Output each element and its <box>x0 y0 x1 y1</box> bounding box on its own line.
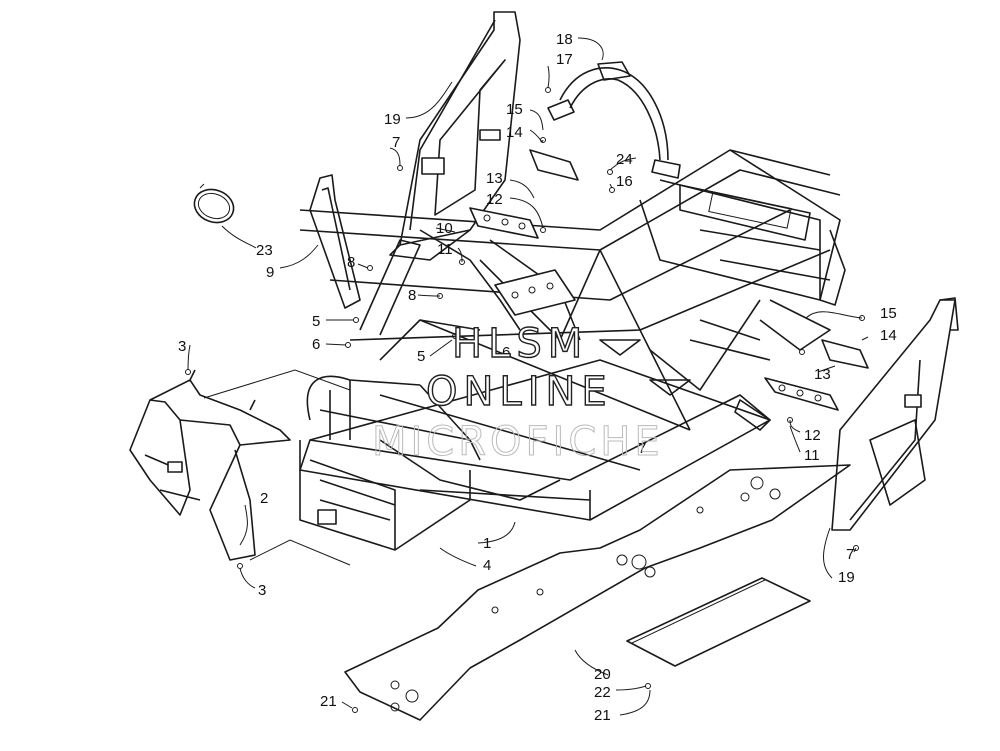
callout-11: 11 <box>437 241 453 258</box>
callout-labels: 18 17 19 7 15 14 24 16 13 12 10 11 23 9 … <box>178 31 897 724</box>
callout-3: 3 <box>258 582 266 599</box>
small-skid-plate <box>626 577 811 667</box>
callout-12: 12 <box>486 191 503 208</box>
callout-23: 23 <box>256 242 273 259</box>
callout-8: 8 <box>347 254 355 271</box>
callout-21: 21 <box>594 707 611 724</box>
callout-19: 19 <box>384 111 401 128</box>
callout-21: 21 <box>320 693 337 710</box>
callout-8: 8 <box>408 287 416 304</box>
front-bumper-bracket <box>129 369 291 561</box>
callout-16: 16 <box>616 173 633 190</box>
callout-5: 5 <box>417 348 425 365</box>
upper-brackets <box>469 149 579 239</box>
callout-17: 17 <box>556 51 573 68</box>
callout-6: 6 <box>502 344 510 361</box>
clamp <box>193 183 235 224</box>
callout-20: 20 <box>594 666 611 683</box>
callout-12: 12 <box>804 427 821 444</box>
callout-2: 2 <box>260 490 268 507</box>
callout-14: 14 <box>880 327 897 344</box>
callout-7: 7 <box>392 134 400 151</box>
callout-3: 3 <box>178 338 186 355</box>
rops-left <box>389 11 521 261</box>
callout-15: 15 <box>880 305 897 322</box>
callout-6: 6 <box>312 336 320 353</box>
skid-plate <box>344 464 851 721</box>
callout-19: 19 <box>838 569 855 586</box>
watermark: MICROFICHE HLSM ONLINE <box>372 320 664 465</box>
upper-rear-bar <box>547 61 681 179</box>
rops-right <box>831 297 959 531</box>
callout-10: 10 <box>436 220 453 237</box>
callout-15: 15 <box>506 101 523 118</box>
right-brackets <box>764 339 869 411</box>
watermark-line2: ONLINE <box>426 369 613 415</box>
left-side-bracket <box>309 174 361 309</box>
watermark-line1: HLSM <box>452 321 588 367</box>
callout-13: 13 <box>814 366 831 383</box>
callout-22: 22 <box>594 684 611 701</box>
watermark-line3: MICROFICHE <box>372 419 664 465</box>
callout-18: 18 <box>556 31 573 48</box>
callout-9: 9 <box>266 264 274 281</box>
main-frame <box>299 149 846 551</box>
callout-5: 5 <box>312 313 320 330</box>
callout-13: 13 <box>486 170 503 187</box>
callout-14: 14 <box>506 124 523 141</box>
callout-7: 7 <box>638 440 646 457</box>
leader-lines <box>187 37 869 716</box>
callout-7: 7 <box>846 546 854 563</box>
callout-1: 1 <box>483 535 491 552</box>
callout-11: 11 <box>804 447 820 464</box>
callout-4: 4 <box>483 557 491 574</box>
callout-24: 24 <box>616 151 633 168</box>
